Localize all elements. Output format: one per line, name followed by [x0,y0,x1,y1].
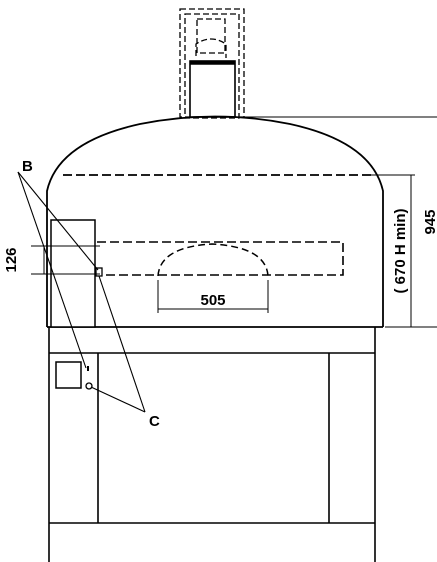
dimension-126 [31,245,100,275]
leader-lines [17,171,146,413]
oven-chamber-dashed [83,241,344,276]
oven-dome [46,115,384,327]
chimney-flue [189,60,236,118]
stand-small-marker [87,366,89,371]
dimension-505 [157,280,269,313]
label-c: C [149,413,160,430]
connector-c [85,382,93,390]
oven-mouth-arch [157,243,269,277]
dimension-670-label: ( 670 H min) [392,208,409,293]
oven-stand [48,327,376,562]
dimension-945-label: 945 [422,209,437,234]
dimension-126-label: 126 [3,247,20,272]
dimension-945 [236,116,437,328]
stand-control-box [55,361,82,389]
dimension-505-label: 505 [200,292,225,309]
label-b: B [22,158,33,175]
